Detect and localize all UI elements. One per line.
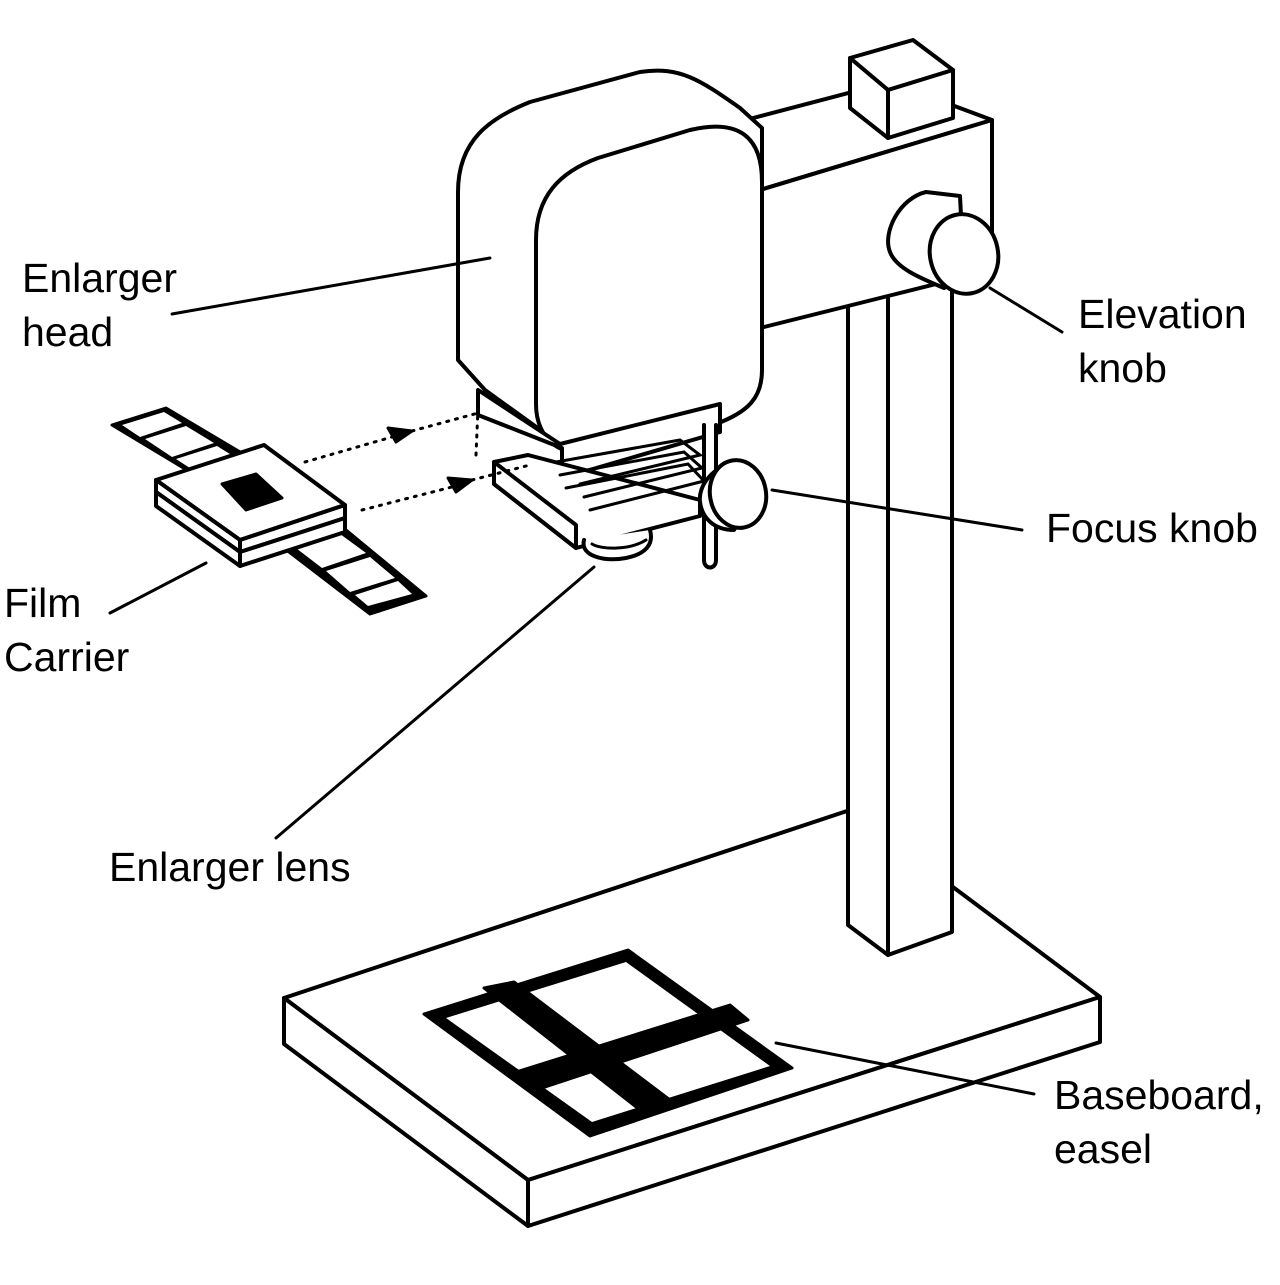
- bellows: [474, 388, 722, 550]
- label-baseboard-line2: easel: [1054, 1126, 1153, 1172]
- label-film-carrier-line1: Film: [4, 580, 82, 626]
- enlarger-lens: [581, 528, 653, 562]
- leader-film-carrier: [108, 561, 208, 615]
- label-baseboard-easel: Baseboard, easel: [1054, 1068, 1264, 1176]
- label-enlarger-head-line2: head: [22, 309, 114, 355]
- label-enlarger-head: Enlarger head: [22, 251, 177, 359]
- label-elevation-knob-line1: Elevation: [1078, 291, 1247, 337]
- easel: [422, 948, 794, 1138]
- elevation-knob: [886, 190, 1001, 296]
- leader-enlarger-lens: [274, 565, 596, 840]
- leader-focus-knob: [770, 488, 1024, 532]
- leader-lines: [108, 256, 1064, 1096]
- enlarger-head: [456, 68, 764, 456]
- label-elevation-knob: Elevation knob: [1078, 287, 1247, 395]
- label-enlarger-head-line1: Enlarger: [22, 255, 177, 301]
- leader-baseboard: [774, 1041, 1036, 1096]
- insertion-arrows: [303, 411, 532, 512]
- label-focus-knob: Focus knob: [1046, 505, 1258, 551]
- focus-knob: [697, 423, 769, 570]
- label-baseboard-line1: Baseboard,: [1054, 1072, 1264, 1118]
- label-elevation-knob-line2: knob: [1078, 345, 1167, 391]
- label-film-carrier-line2: Carrier: [4, 634, 130, 680]
- film-carrier: [110, 406, 428, 616]
- leader-enlarger-head: [170, 256, 492, 316]
- label-film-carrier: Film Carrier: [4, 576, 129, 684]
- column: [846, 266, 954, 957]
- leader-elevation-knob: [988, 286, 1064, 334]
- top-cube: [848, 38, 955, 140]
- label-enlarger-lens: Enlarger lens: [109, 844, 351, 890]
